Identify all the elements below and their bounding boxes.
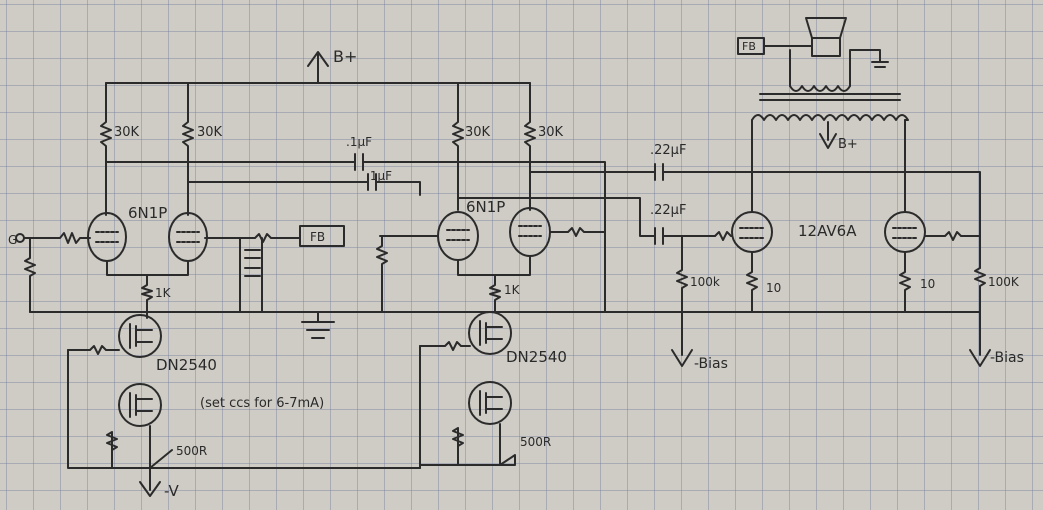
r10-b [899, 251, 911, 313]
stage2-grid2-resistor [549, 227, 606, 237]
label-r1k-b: 1K [504, 283, 521, 297]
cap-22-b-symbol [654, 227, 664, 245]
label-r30k-4: 30K [538, 125, 564, 140]
r1k-b [489, 274, 501, 313]
bias-b-arrow [969, 344, 991, 367]
fb-series-resistor [239, 233, 301, 243]
label-r10-a: 10 [766, 281, 781, 295]
label-r30k-1: 30K [114, 125, 140, 140]
cap-1uf-a-symbol [354, 153, 364, 171]
stage1-coupling-wire-2 [187, 181, 421, 196]
tube-12av6a-a [714, 211, 773, 253]
cap-22-a-symbol [654, 163, 664, 181]
plate-wires-ot [751, 119, 906, 213]
r100k-b [974, 267, 986, 346]
grid-network-caps [244, 249, 261, 277]
dn2540-a-lower [118, 383, 162, 427]
label-cap-22-a: .22µF [650, 143, 686, 158]
label-r100k-b: 100K [988, 275, 1020, 289]
speaker-icon [805, 17, 847, 57]
label-bias-b: -Bias [990, 350, 1024, 366]
label-r30k-3: 30K [465, 125, 491, 140]
label-fb-left: FB [310, 230, 325, 244]
label-tube-6n1p-b: 6N1P [466, 198, 505, 216]
stage2-grid-leak [376, 235, 388, 313]
label-r500-b: 500R [520, 435, 551, 449]
label-r1k-a: 1K [155, 286, 172, 300]
fb-box-left [299, 225, 345, 247]
minus-v-bus [67, 349, 421, 469]
label-r30k-2: 30K [197, 125, 223, 140]
label-cap-1uf-a: .1µF [346, 135, 372, 149]
cap-1uf-b-symbol [367, 173, 377, 191]
r100k-a [676, 235, 688, 346]
ccs-b-gate-resistor [419, 341, 471, 351]
dn2540-a-upper [118, 314, 162, 358]
output-transformer [751, 49, 909, 149]
r500-a [106, 425, 173, 469]
r10-a [746, 251, 758, 313]
bias-a-arrow [671, 344, 693, 367]
tube-6n1p-b [437, 207, 551, 276]
label-cap-22-b: .22µF [650, 203, 686, 218]
tube-12av6a-b [884, 211, 981, 253]
input-grid-resistor [15, 232, 91, 313]
r1k-a [141, 274, 153, 319]
ground-symbol [301, 311, 335, 339]
label-r100k-a: 100k [690, 275, 720, 289]
stage1-grid2-wire [204, 237, 241, 313]
label-bplus-ot: B+ [838, 137, 858, 152]
r500-b [419, 423, 516, 466]
label-input-g: G [8, 233, 17, 247]
label-tube-12av6a: 12AV6A [798, 222, 857, 240]
label-dn2540-b: DN2540 [506, 348, 567, 366]
label-dn2540-a: DN2540 [156, 356, 217, 374]
label-ccs-note: (set ccs for 6-7mA) [200, 396, 324, 411]
minus-v-arrow [139, 467, 161, 497]
stage1-plate-resistors [100, 82, 194, 216]
label-minus-v: -V [164, 482, 180, 500]
label-tube-6n1p-a: 6N1P [128, 204, 167, 222]
stage2-plate-resistors [452, 82, 536, 211]
label-fb-top: FB [742, 40, 756, 53]
label-bplus-top: B+ [333, 47, 357, 66]
label-r500-a: 500R [176, 444, 207, 458]
coupling-wire-out-a [529, 171, 981, 269]
label-cap-1uf-b: .1µF [366, 169, 392, 183]
tube-6n1p-a [87, 212, 208, 276]
coupling-wire-out-b [457, 197, 716, 237]
ccs-a-gate-resistor [67, 345, 120, 355]
dn2540-b-lower [468, 381, 512, 425]
label-bias-a: -Bias [694, 356, 728, 372]
dn2540-b-upper [468, 311, 512, 355]
label-r10-b: 10 [920, 277, 935, 291]
bplus-rail [105, 51, 531, 84]
